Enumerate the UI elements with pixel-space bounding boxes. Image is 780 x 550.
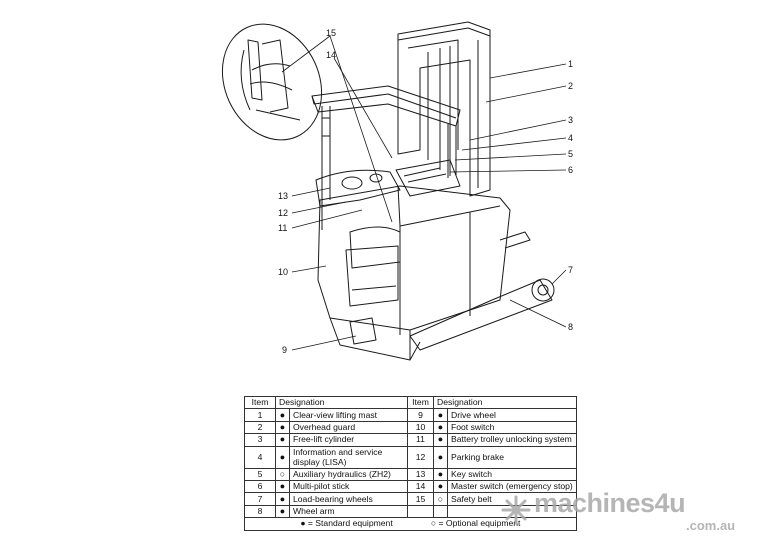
safety-belt-detail-inset xyxy=(221,23,323,141)
equipment-mark: ● xyxy=(433,467,448,481)
table-row: 2 ● Overhead guard 10 ● Foot switch xyxy=(244,420,577,435)
legend-row: ● = Standard equipment ○ = Optional equi… xyxy=(244,517,577,531)
item-number xyxy=(407,504,434,519)
item-number: 14 xyxy=(407,479,434,494)
equipment-mark: ● xyxy=(433,445,448,469)
equipment-mark xyxy=(433,504,448,519)
star-logo-icon xyxy=(501,495,531,525)
item-number: 4 xyxy=(244,445,276,469)
equipment-mark: ● xyxy=(275,504,290,519)
callout-1: 1 xyxy=(568,59,573,69)
equipment-mark: ● xyxy=(275,445,290,469)
lifting-mast xyxy=(397,27,491,197)
callout-13: 13 xyxy=(278,191,288,201)
forklift-diagram: 1 2 3 4 5 6 7 8 9 10 11 12 13 14 15 xyxy=(221,21,573,361)
watermark: machines4u .com.au xyxy=(500,488,770,538)
equipment-mark: ● xyxy=(433,408,448,422)
designation: Overhead guard xyxy=(289,420,408,435)
callout-6: 6 xyxy=(568,165,573,175)
equipment-mark: ● xyxy=(433,433,448,447)
header-item: Item xyxy=(407,395,434,410)
table-row: 5 ○ Auxiliary hydraulics (ZH2) 13 ● Key … xyxy=(244,467,577,481)
designation: Multi-pilot stick xyxy=(289,479,408,494)
callout-4: 4 xyxy=(568,133,573,143)
designation: Wheel arm xyxy=(289,504,408,519)
callout-14: 14 xyxy=(326,50,336,60)
item-number: 2 xyxy=(244,420,276,435)
callout-15: 15 xyxy=(326,28,336,38)
designation: Battery trolley unlocking system xyxy=(447,433,577,447)
item-number: 12 xyxy=(407,445,434,469)
item-number: 9 xyxy=(407,408,434,422)
optional-legend-text: = Optional equipment xyxy=(438,518,521,529)
table-row: 6 ● Multi-pilot stick 14 ● Master switch… xyxy=(244,479,577,494)
designation: Clear-view lifting mast xyxy=(289,408,408,422)
equipment-legend: ● = Standard equipment ○ = Optional equi… xyxy=(244,517,577,531)
item-number: 1 xyxy=(244,408,276,422)
load-bearing-wheel xyxy=(531,278,555,302)
table-row: 1 ● Clear-view lifting mast 9 ● Drive wh… xyxy=(244,408,577,422)
equipment-mark: ○ xyxy=(275,467,290,481)
callout-3: 3 xyxy=(568,115,573,125)
designation: Foot switch xyxy=(447,420,577,435)
item-number: 13 xyxy=(407,467,434,481)
equipment-mark: ● xyxy=(433,479,448,494)
equipment-mark: ● xyxy=(275,492,290,506)
callout-7: 7 xyxy=(568,265,573,275)
item-number: 15 xyxy=(407,492,434,506)
callout-2: 2 xyxy=(568,81,573,91)
designation: Key switch xyxy=(447,467,577,481)
item-number: 7 xyxy=(244,492,276,506)
designation: Drive wheel xyxy=(447,408,577,422)
item-number: 11 xyxy=(407,433,434,447)
header-designation: Designation xyxy=(275,395,408,410)
item-number: 6 xyxy=(244,479,276,494)
standard-legend-text: = Standard equipment xyxy=(307,518,393,529)
equipment-mark: ● xyxy=(275,433,290,447)
callout-8: 8 xyxy=(568,322,573,332)
designation: Parking brake xyxy=(447,445,577,469)
item-number: 5 xyxy=(244,467,276,481)
wheel-arm xyxy=(409,279,553,351)
standard-mark: ● xyxy=(300,518,306,529)
equipment-mark: ● xyxy=(275,420,290,435)
truck-chassis xyxy=(317,185,511,331)
designation: Auxiliary hydraulics (ZH2) xyxy=(289,467,408,481)
overhead-guard xyxy=(311,85,461,127)
callout-10: 10 xyxy=(278,267,288,277)
item-number: 3 xyxy=(244,433,276,447)
table-header-row: Item Designation Item Designation xyxy=(244,395,577,410)
designation: Information and service display (LISA) xyxy=(289,445,408,469)
callout-12: 12 xyxy=(278,208,288,218)
optional-mark: ○ xyxy=(430,518,437,529)
item-number: 8 xyxy=(244,504,276,519)
designation: Load-bearing wheels xyxy=(289,492,408,506)
callout-9: 9 xyxy=(282,345,287,355)
equipment-mark: ● xyxy=(433,420,448,435)
callout-5: 5 xyxy=(568,149,573,159)
callout-11: 11 xyxy=(278,223,287,233)
designation-table: Item Designation Item Designation 1 ● Cl… xyxy=(244,395,577,531)
item-number: 10 xyxy=(407,420,434,435)
header-item: Item xyxy=(244,395,276,410)
header-designation: Designation xyxy=(433,395,577,410)
table-row: 3 ● Free-lift cylinder 11 ● Battery trol… xyxy=(244,433,577,447)
equipment-mark: ● xyxy=(275,479,290,494)
watermark-name: machines4u xyxy=(534,488,686,518)
equipment-mark: ● xyxy=(275,408,290,422)
equipment-mark: ○ xyxy=(433,492,448,506)
watermark-domain: .com.au xyxy=(686,518,736,533)
designation: Free-lift cylinder xyxy=(289,433,408,447)
table-row: 4 ● Information and service display (LIS… xyxy=(244,445,577,469)
